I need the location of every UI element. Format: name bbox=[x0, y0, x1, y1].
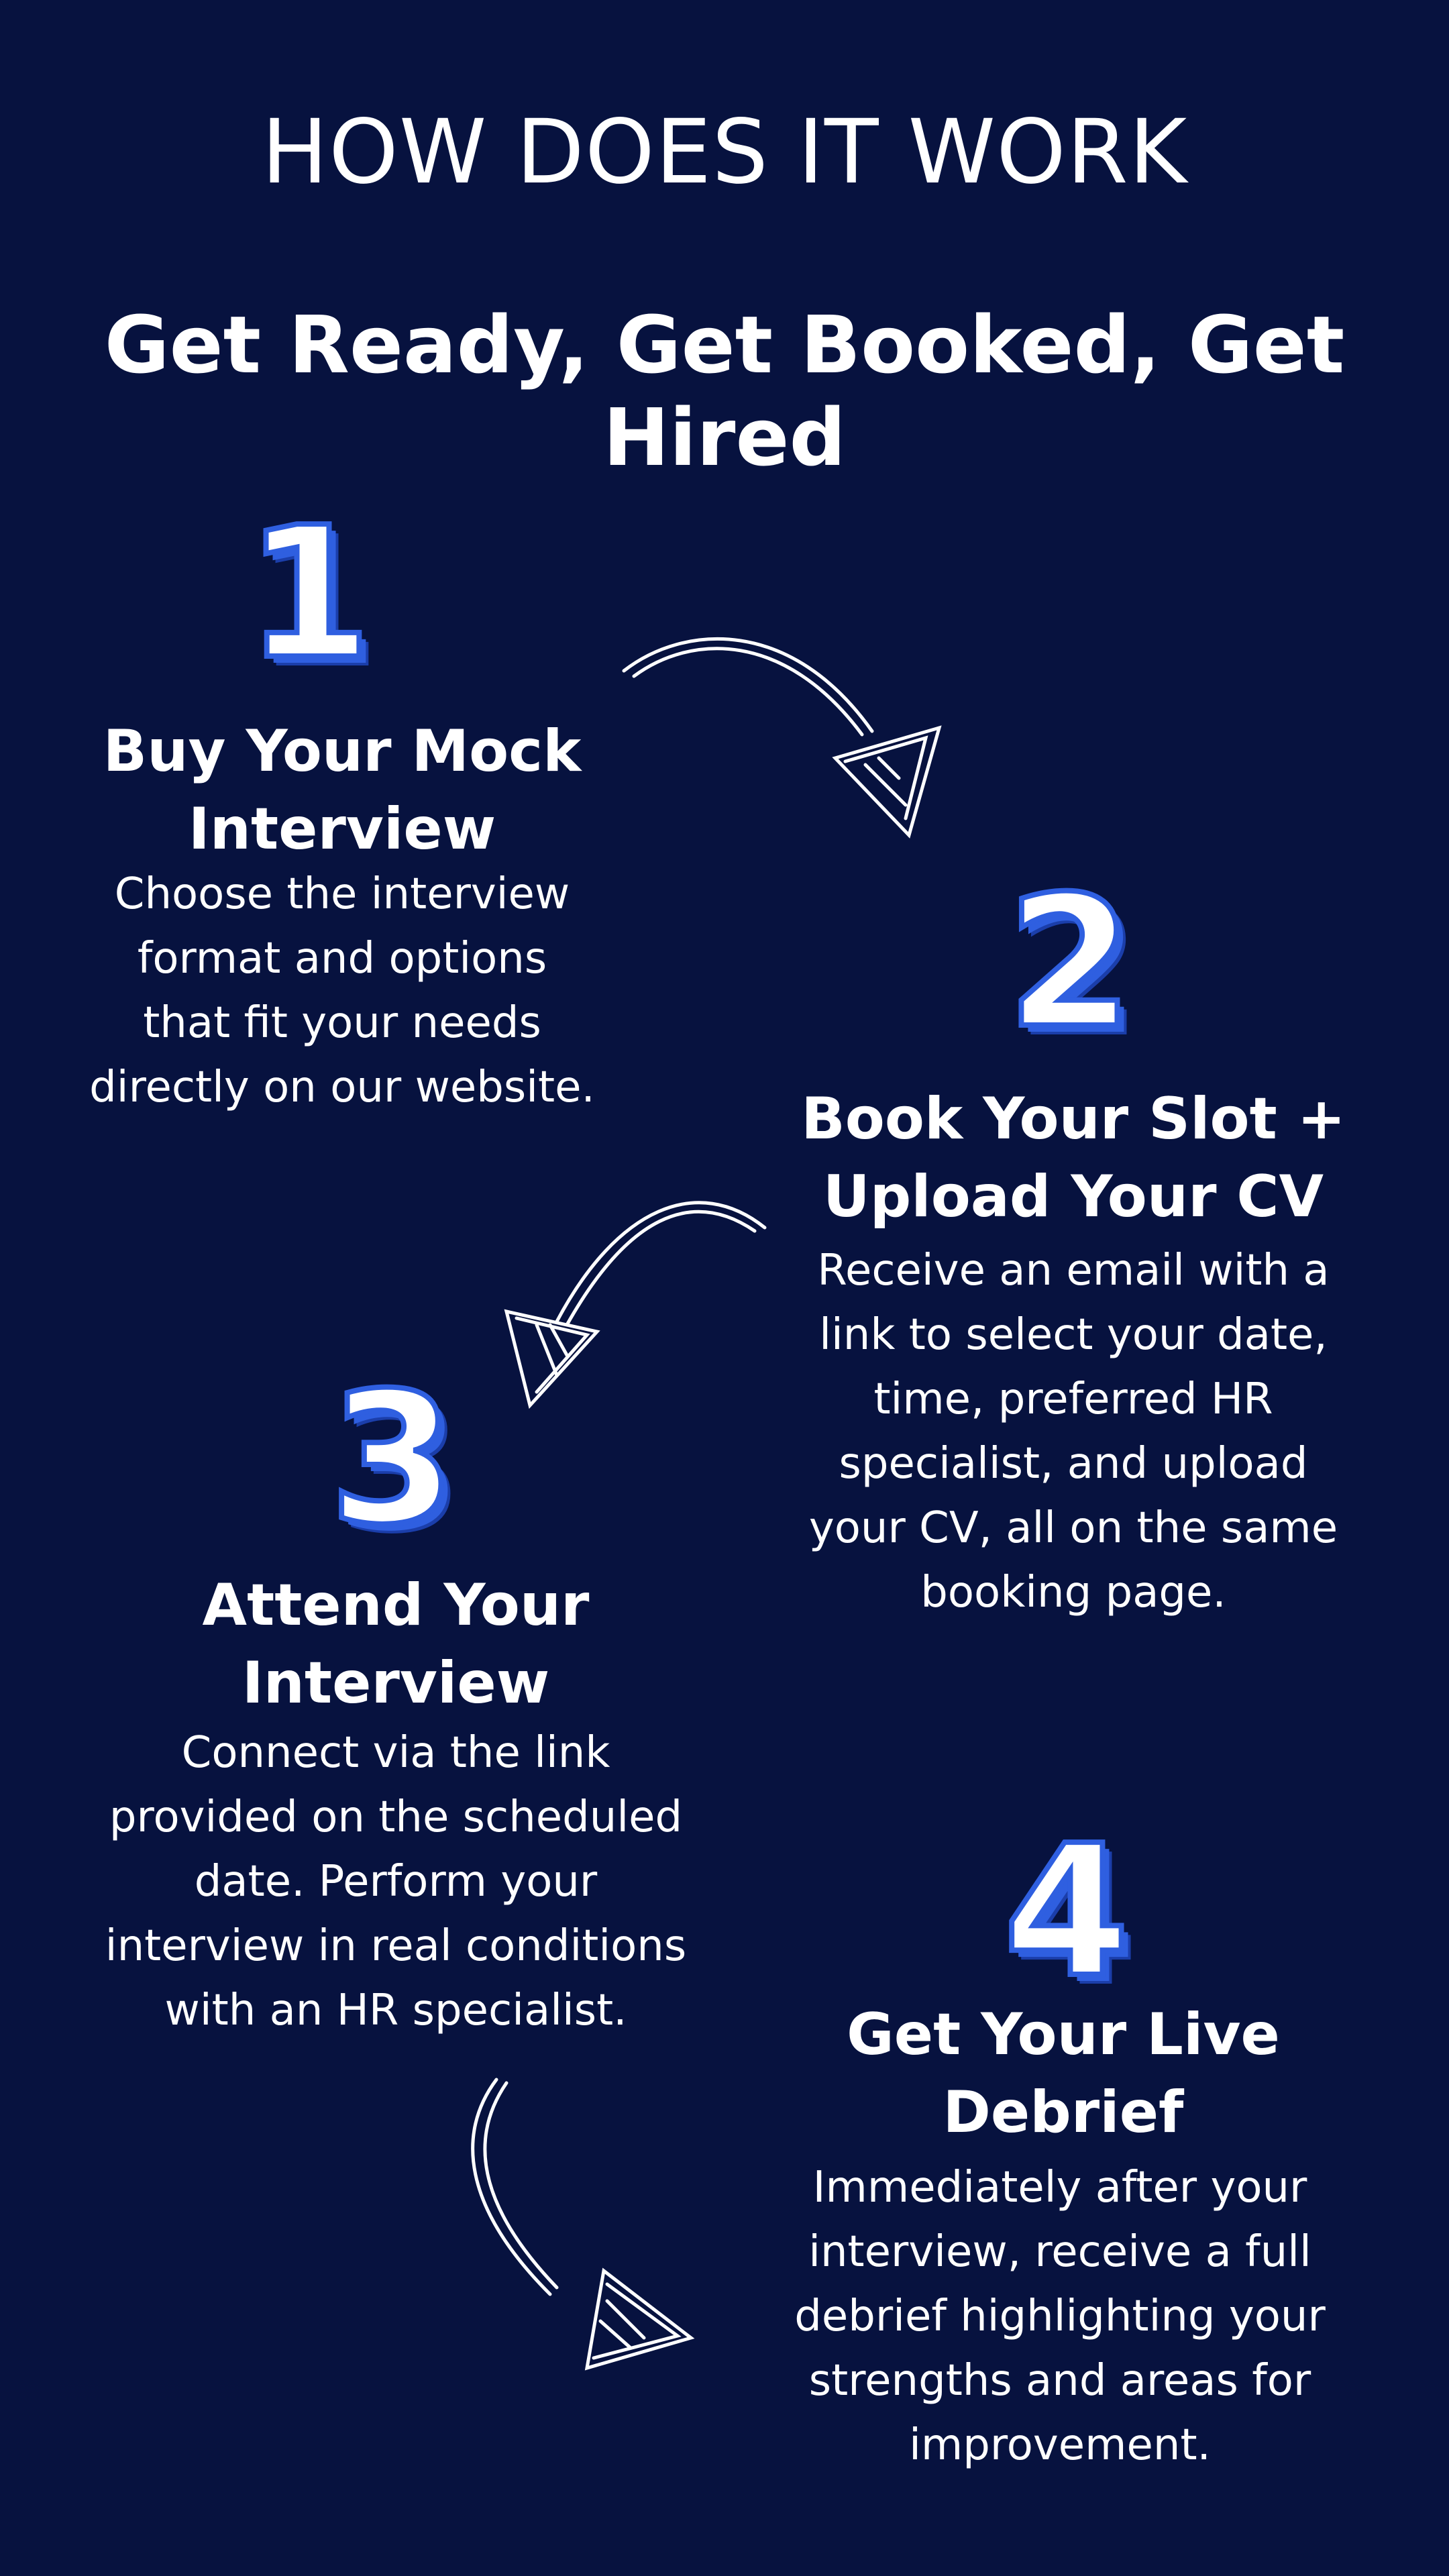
step-2-desc-line: your CV, all on the same bbox=[808, 1503, 1338, 1553]
step-4-desc-line: Immediately after your bbox=[812, 2163, 1307, 2212]
step-2-desc-line: specialist, and upload bbox=[839, 1439, 1308, 1489]
step-4-description: Immediately after your interview, receiv… bbox=[751, 2155, 1368, 2477]
step-3-title: Attend Your Interview bbox=[94, 1566, 698, 1722]
step-2-desc-line: link to select your date, bbox=[819, 1310, 1328, 1360]
step-1-desc-line: format and options bbox=[137, 934, 547, 983]
step-2-title-line-2: Upload Your CV bbox=[822, 1163, 1324, 1230]
step-3-desc-line: provided on the scheduled bbox=[109, 1792, 683, 1842]
step-3-title-line-1: Attend Your bbox=[202, 1572, 590, 1639]
arrow-step-3-to-4-icon bbox=[471, 2078, 695, 2371]
step-2-title: Book Your Slot + Upload Your CV bbox=[771, 1080, 1375, 1236]
step-2-number: 2 bbox=[1004, 857, 1136, 1068]
arrow-step-1-to-2-icon bbox=[622, 637, 942, 839]
step-3-desc-line: with an HR specialist. bbox=[164, 1986, 627, 2035]
step-4-number: 4 bbox=[1001, 1806, 1132, 2017]
page-title: HOW DOES IT WORK bbox=[261, 101, 1188, 204]
step-4-desc-line: debrief highlighting your bbox=[794, 2292, 1326, 2341]
step-2-desc-line: time, preferred HR bbox=[873, 1375, 1273, 1424]
step-3-desc-line: date. Perform your bbox=[194, 1857, 598, 1907]
step-3-desc-line: Connect via the link bbox=[181, 1728, 610, 1778]
step-4-desc-line: improvement. bbox=[909, 2420, 1211, 2470]
step-2-title-line-1: Book Your Slot + bbox=[801, 1085, 1346, 1152]
step-3-description: Connect via the link provided on the sch… bbox=[67, 1721, 724, 2043]
step-4-title: Get Your Live Debrief bbox=[761, 1996, 1365, 2151]
step-3-number: 3 bbox=[327, 1353, 458, 1564]
step-4-desc-line: interview, receive a full bbox=[808, 2227, 1311, 2277]
step-1-desc-line: Choose the interview bbox=[114, 869, 570, 919]
step-1-number: 1 bbox=[243, 488, 374, 699]
step-2-desc-line: Receive an email with a bbox=[817, 1246, 1330, 1295]
arrow-step-2-to-3-icon bbox=[504, 1201, 767, 1409]
page-subtitle: Get Ready, Get Booked, Get Hired bbox=[104, 299, 1345, 484]
step-3-desc-line: interview in real conditions bbox=[105, 1921, 687, 1971]
step-3-title-line-2: Interview bbox=[241, 1650, 550, 1717]
step-1-desc-line: that fit your needs bbox=[143, 998, 541, 1048]
step-1-description: Choose the interview format and options … bbox=[27, 862, 657, 1120]
step-1-title-line-1: Buy Your Mock bbox=[103, 718, 582, 785]
step-4-title-line-1: Get Your Live bbox=[847, 2001, 1280, 2068]
step-4-title-line-2: Debrief bbox=[943, 2079, 1184, 2146]
step-2-desc-line: booking page. bbox=[920, 1568, 1226, 1617]
step-4-desc-line: strengths and areas for bbox=[808, 2356, 1311, 2406]
step-2-description: Receive an email with a link to select y… bbox=[765, 1238, 1382, 1625]
step-1-title: Buy Your Mock Interview bbox=[40, 712, 644, 868]
step-1-desc-line: directly on our website. bbox=[89, 1063, 595, 1112]
step-1-title-line-2: Interview bbox=[188, 796, 496, 863]
